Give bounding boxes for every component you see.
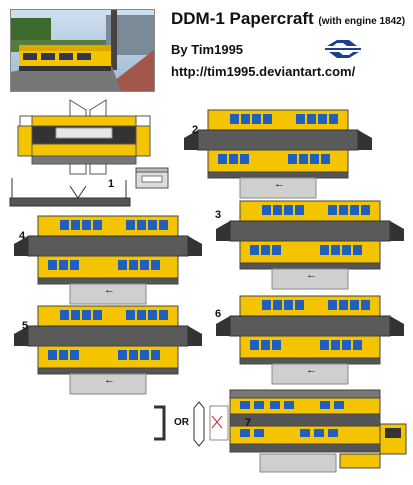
direction-arrow: ← [306,364,317,376]
page-title: DDM-1 Papercraft (with engine 1842) [171,9,405,29]
part-number-3: 3 [215,209,222,221]
part-number-1: 1 [108,178,115,190]
coach-net [216,295,404,385]
part-6-coach: ← [210,292,406,393]
chassis-net [9,99,151,207]
part-4-coach: ← [8,212,204,313]
train-photo [10,9,155,92]
part-1-chassis [8,98,168,223]
part-number-5: 5 [22,320,29,332]
part-number-4: 4 [19,230,26,242]
title-subtitle: (with engine 1842) [318,16,406,27]
direction-arrow: ← [104,374,115,386]
part-2-coach: ← [178,106,374,207]
author-credit: By Tim1995 [171,42,244,57]
coupler-option-left [150,405,170,446]
direction-arrow: ← [104,284,115,296]
part-number-2: 2 [192,124,199,136]
coach-net [216,200,404,290]
part-1-small-box [134,166,170,197]
coach-net [184,109,372,199]
or-label: OR [174,417,189,428]
direction-arrow: ← [274,178,285,190]
coach-net [14,305,202,395]
ns-logo-icon [323,38,363,60]
coupler-option-right [190,400,208,453]
part-number-6: 6 [215,308,222,320]
part-7-engine [200,384,410,485]
direction-arrow: ← [306,269,317,281]
coach-net [14,215,202,305]
part-number-7: 7 [245,417,252,429]
author-url[interactable]: http://tim1995.deviantart.com/ [171,64,356,79]
part-3-coach: ← [210,197,406,298]
title-text: DDM-1 Papercraft [171,9,314,28]
part-5-coach: ← [8,302,204,403]
